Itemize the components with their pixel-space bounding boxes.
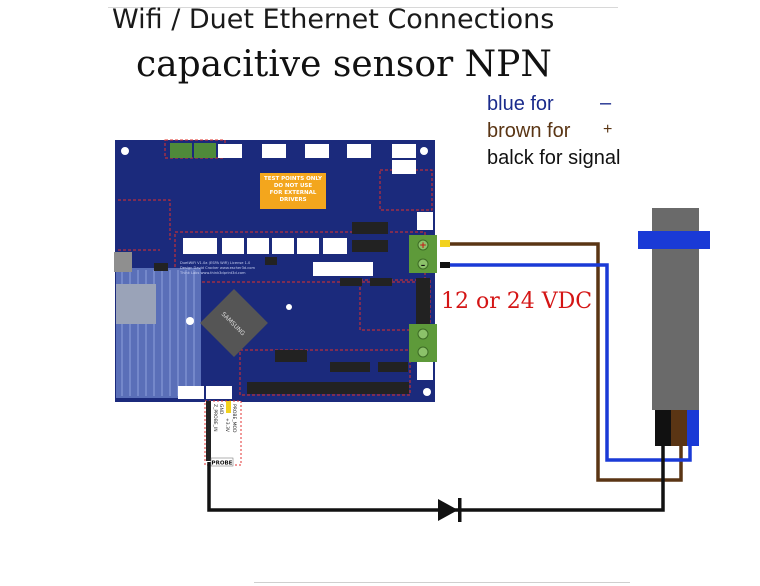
usb-port [114,252,132,272]
legend-blue-label: blue for [487,93,554,115]
test-points-line-2: DO NOT USE [274,183,313,189]
top-divider [108,7,618,8]
test-points-label [260,173,326,209]
lower-screw-1 [417,328,429,340]
blue-wire [440,262,692,462]
supply-voltage-label: 12 or 24 VDC [441,289,593,314]
duet-board: SAMSUNG TEST POINTS ONLY DO NOT USE FOR … [114,139,437,402]
terminal-plus-label: + [419,241,427,251]
probe-pin-strip: Z_PROBE_IN GND PROBE_MOD +3.3V PROBE [204,400,242,467]
top-green-terminals [170,143,216,158]
mid-connectors [183,212,433,380]
test-points-line-3: FOR EXTERNAL [270,190,317,196]
terminal-screw-minus [417,258,429,270]
legend-brown-symbol: + [603,121,613,138]
pin-label-zprobe: Z_PROBE_IN [212,404,218,432]
signal-wire [207,446,665,512]
test-points-line-4: DRIVERS [279,197,306,203]
capacitive-sensor [638,208,710,446]
brown-wire [440,240,683,482]
pin-label-probemod: PROBE_MOD [231,404,237,433]
probe-connector [206,386,232,399]
legend-black-label: balck for signal [487,147,621,169]
page-subtitle: capacitive sensor NPN [136,44,552,85]
pin-label-3v3: +3.3V [224,418,230,433]
bottom-divider [254,582,630,583]
top-connectors [218,144,416,174]
terminal-screw-plus [417,239,429,251]
sensor-lead-brown [671,410,687,446]
board-info-1: DuetWiFi V1.0a (ESPA WiFi) License 1.0 [180,261,251,265]
test-points-line-1: TEST POINTS ONLY [264,176,323,182]
mounting-holes [121,147,431,396]
sensor-lead-black [655,410,671,446]
page-title: Wifi / Duet Ethernet Connections [112,4,555,35]
terminal-minus-label: – [421,261,426,271]
board-info-2: Design David Crocker www.escher3d.com [180,266,255,270]
sensor-ring [638,231,710,249]
board-info-3: Think Labs www.think3dprint3d.com [179,271,246,275]
probe-connector-left [178,386,204,399]
pin-label-gnd: GND [218,404,224,415]
black-headers [154,222,430,394]
probe-tag: PROBE [212,461,233,467]
sensor-lead-blue [687,410,699,446]
legend-blue-symbol: – [600,92,612,114]
samsung-chip: SAMSUNG [200,289,268,357]
legend-brown-label: brown for [487,120,571,142]
lower-screw-2 [417,346,429,358]
wifi-module [116,284,156,324]
diode-icon [438,498,462,522]
